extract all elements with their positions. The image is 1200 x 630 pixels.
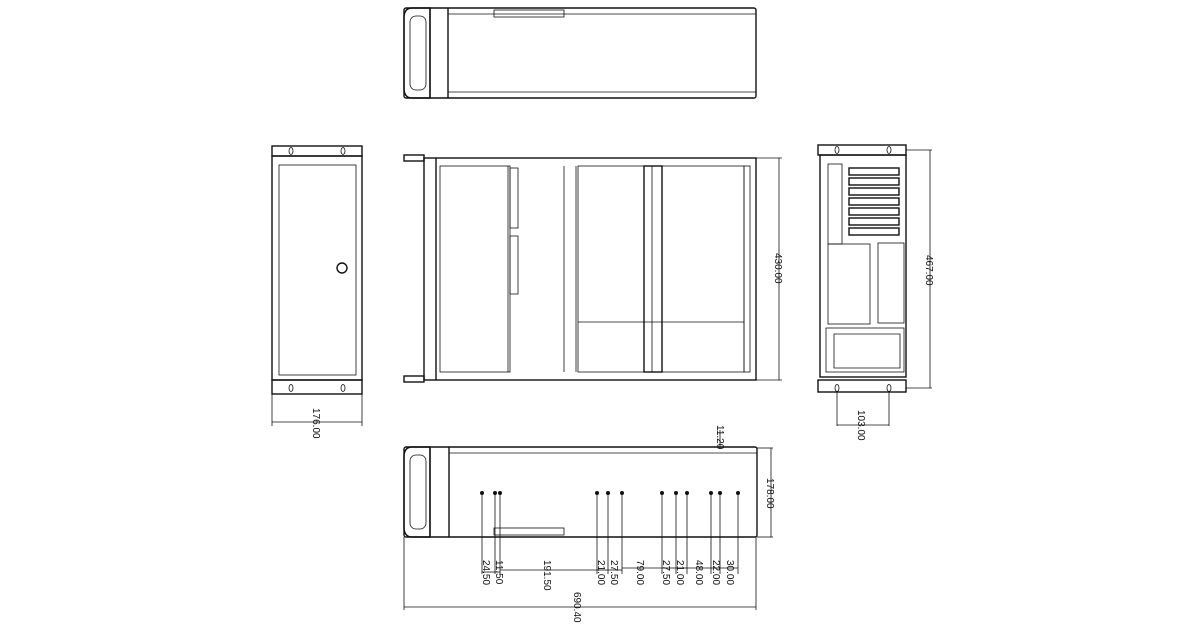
dim-hole-spacing-label: 27.50 xyxy=(660,560,671,585)
dim-hole-spacing-label: 21.00 xyxy=(674,560,685,585)
side-view-top xyxy=(403,7,757,99)
dim-hole-spacing-label: 11.50 xyxy=(493,560,504,585)
expansion-slot xyxy=(848,197,900,206)
dim-hole-spacing-label: 48.00 xyxy=(693,560,704,585)
expansion-slot xyxy=(848,177,900,186)
dim-offset: 11.20 xyxy=(714,425,725,450)
dim-hole-spacing-label: 79.00 xyxy=(634,560,645,585)
dim-front-width: 176.00 xyxy=(310,408,321,439)
front-view: 176.00 xyxy=(271,145,363,439)
dim-hole-spacing-label: 24.50 xyxy=(480,560,491,585)
expansion-slot xyxy=(848,207,900,216)
dim-rear-height: 467.00 xyxy=(923,255,934,286)
dim-hole-spacing-label: 30.00 xyxy=(724,560,735,585)
dim-depth: 430.00 xyxy=(772,253,783,284)
dim-hole-spacing: 103.00 xyxy=(855,410,866,441)
expansion-slot xyxy=(848,167,900,176)
dim-hole-spacing-label: 21.00 xyxy=(595,560,606,585)
dim-hole-spacing-label: 191.50 xyxy=(541,560,552,591)
rear-view: 467.00 103.00 xyxy=(817,144,934,441)
dim-overall-length: 690.40 xyxy=(571,592,582,623)
expansion-slot xyxy=(848,187,900,196)
dim-hole-spacing-label: 27.50 xyxy=(608,560,619,585)
dim-hole-spacing-label: 22.00 xyxy=(710,560,721,585)
top-view: 430.00 xyxy=(403,154,783,383)
expansion-slot xyxy=(848,227,900,236)
dim-side-height: 178.00 xyxy=(764,478,775,509)
expansion-slot xyxy=(848,217,900,226)
